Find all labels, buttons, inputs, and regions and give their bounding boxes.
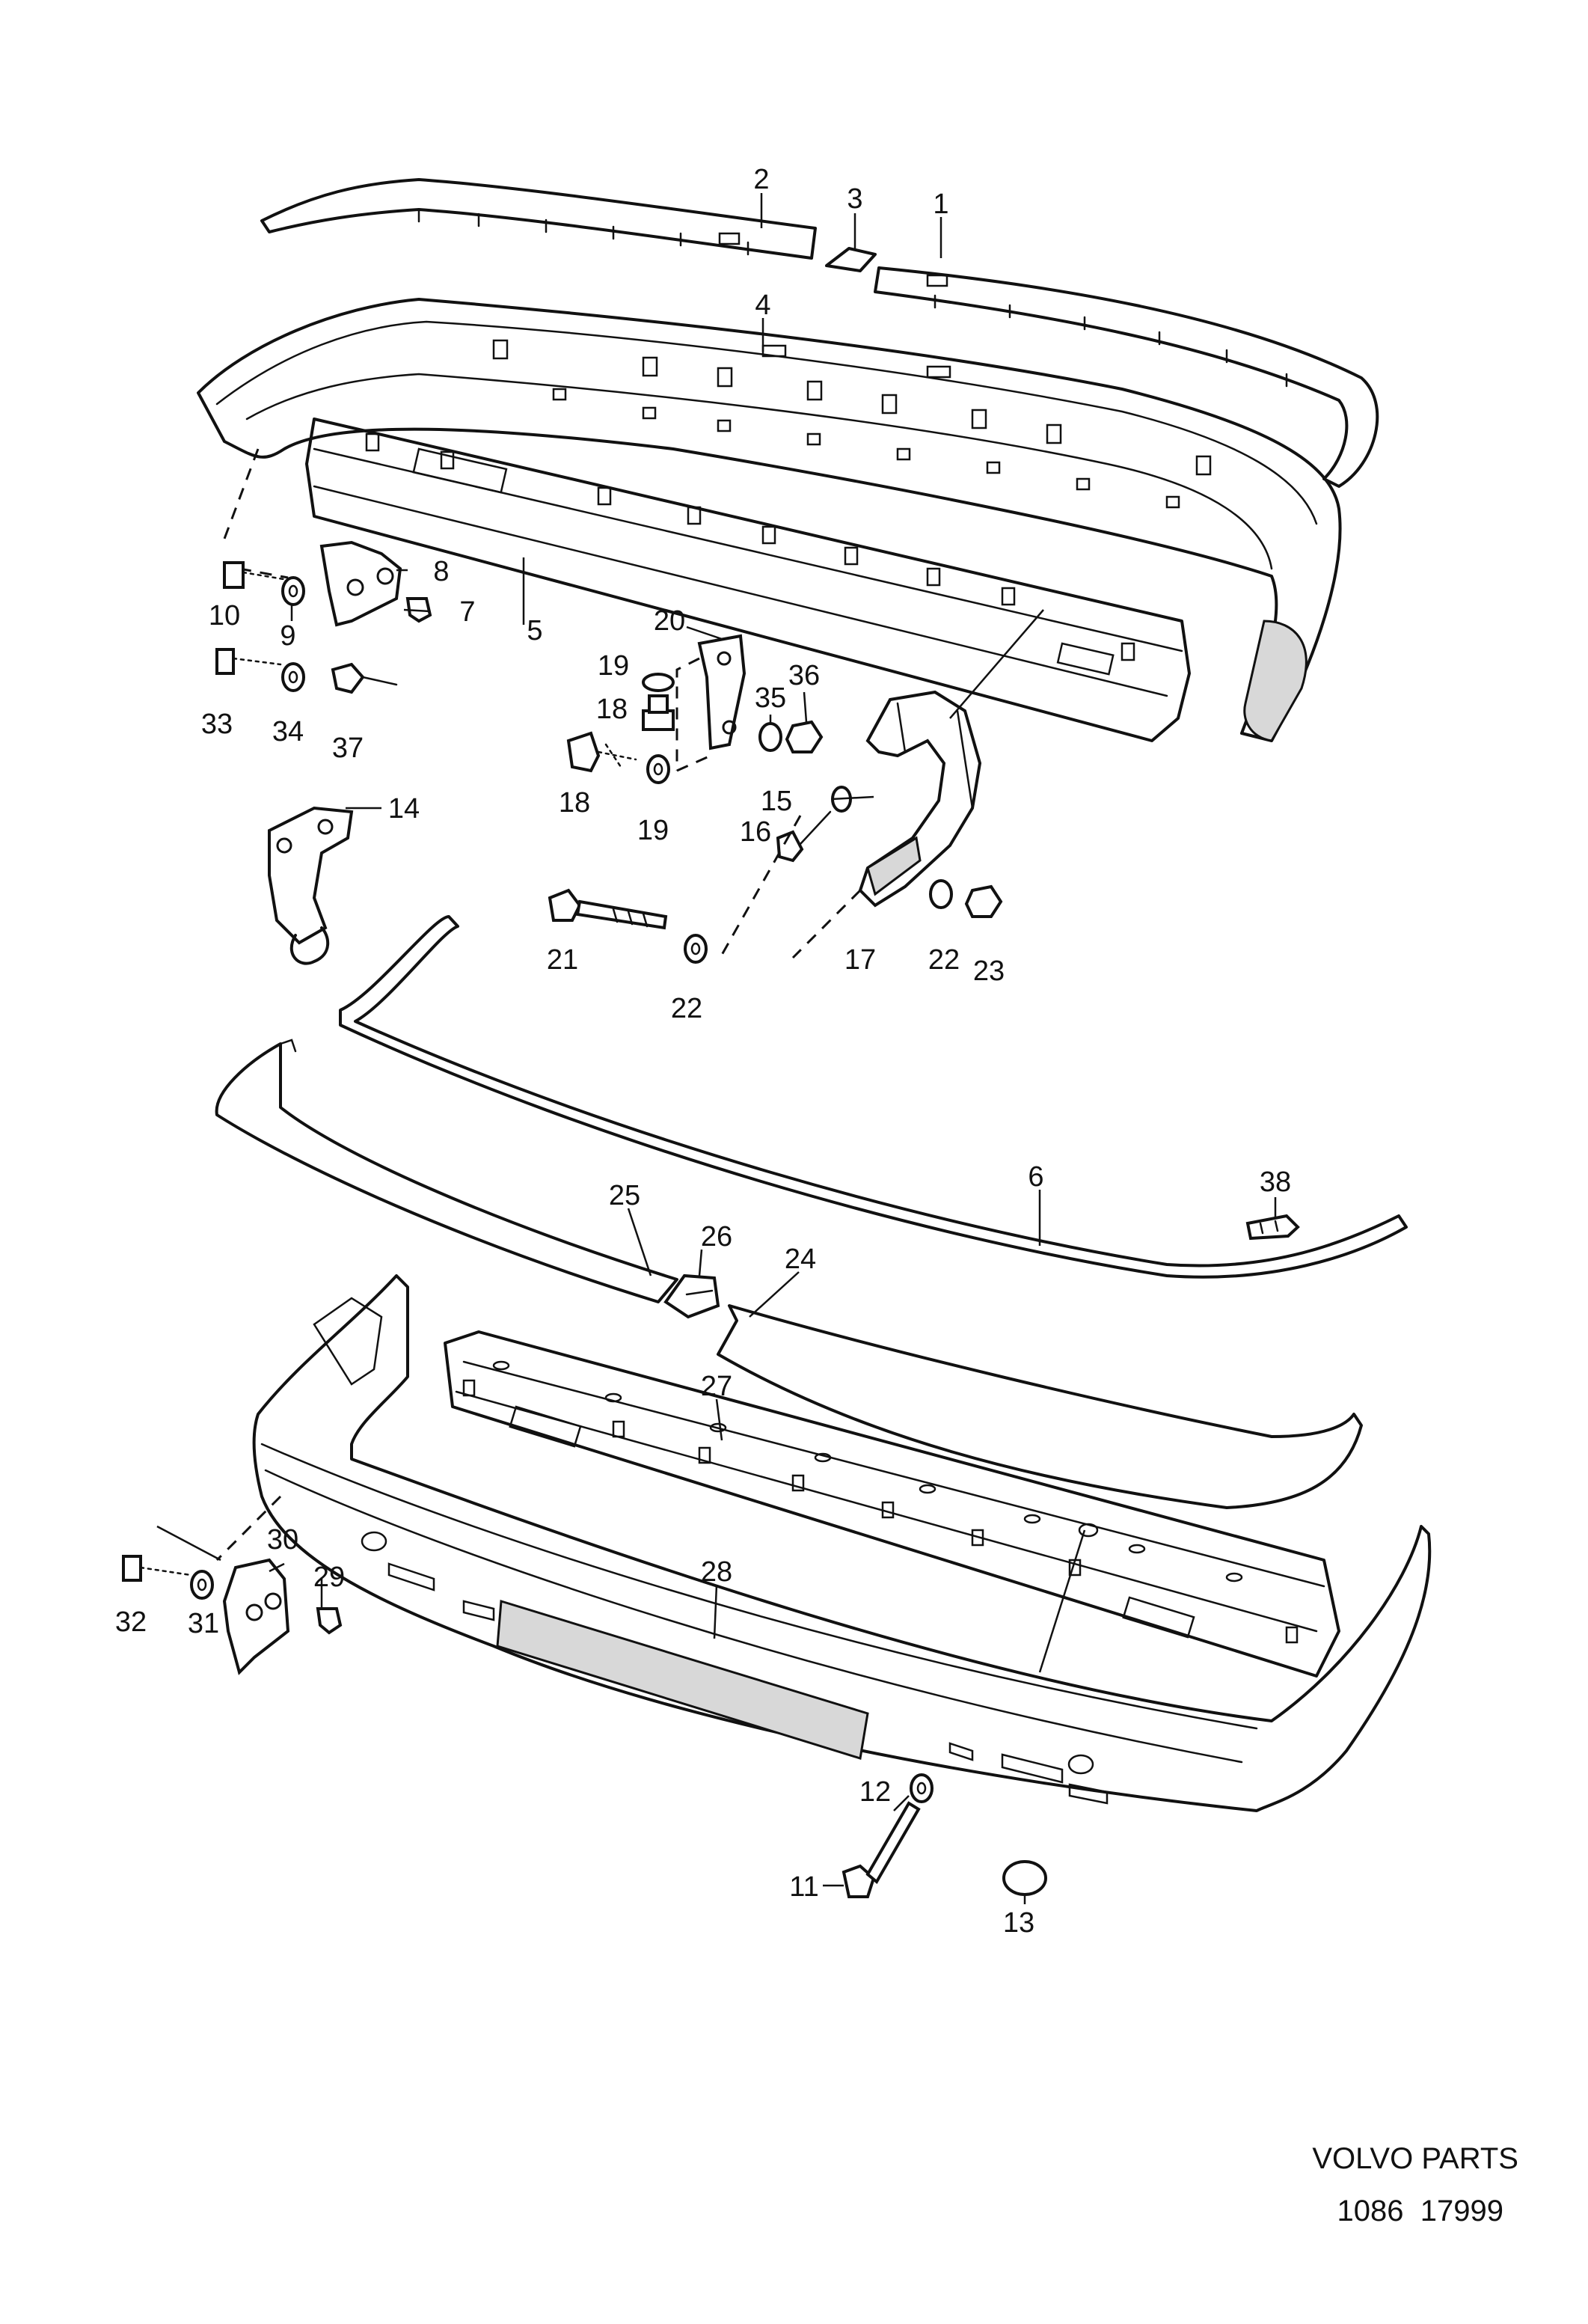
callout-18-lower: 18: [559, 787, 590, 819]
callout-7: 7: [459, 596, 475, 628]
callout-12: 12: [859, 1776, 891, 1808]
spacer-37: [331, 662, 398, 694]
callout-13: 13: [1003, 1907, 1034, 1939]
rear-bumper-lower-shell: [252, 1274, 1432, 1812]
callout-6: 6: [1028, 1161, 1043, 1193]
washer-12: [910, 1773, 934, 1803]
callout-28: 28: [701, 1556, 732, 1588]
callout-20: 20: [654, 605, 685, 637]
callout-5: 5: [527, 615, 542, 646]
callout-4: 4: [755, 290, 770, 321]
callout-33: 33: [201, 709, 233, 740]
callout-35: 35: [755, 682, 786, 714]
plug-cap-13: [1002, 1860, 1047, 1896]
callout-14: 14: [388, 793, 420, 825]
mounting-bracket-20: [697, 634, 747, 750]
bracket-30: [222, 1558, 290, 1675]
callout-19-lower: 19: [637, 815, 669, 846]
callout-22-right: 22: [928, 944, 960, 976]
clip-38: [1245, 1214, 1300, 1241]
callout-1: 1: [933, 189, 948, 220]
washer-22-right: [929, 879, 953, 909]
catalog-caption: VOLVO PARTS 1086 17999: [1312, 2142, 1518, 2227]
callout-11: 11: [789, 1871, 818, 1903]
lower-spoiler-strip-25: [215, 1039, 678, 1303]
bolt-18-lower: [566, 731, 637, 773]
washer-22-left: [684, 934, 708, 964]
nut-23: [964, 884, 1003, 918]
callout-34: 34: [272, 716, 304, 747]
strip-joint-26: [663, 1273, 720, 1319]
callout-17: 17: [844, 944, 876, 976]
callout-2: 2: [753, 164, 769, 195]
lower-reinforcement-beam-27: [444, 1330, 1340, 1678]
lower-spoiler-strip-24: [717, 1304, 1363, 1509]
callout-22-left: 22: [671, 993, 702, 1024]
long-bolt-21: [548, 888, 668, 930]
top-trim-strip-right: [874, 266, 1379, 488]
clip-29: [316, 1607, 343, 1635]
bolt-11: [841, 1801, 921, 1898]
part-callouts: 1 2 3 4 5 6 7 8 9 10 11 12 13 14 15 16 1…: [115, 164, 1291, 1939]
washer-31: [190, 1570, 214, 1600]
callout-19-upper: 19: [598, 650, 629, 682]
nut-36: [785, 720, 824, 753]
bolt-16: [776, 810, 832, 863]
callout-10: 10: [209, 600, 240, 632]
callout-30: 30: [267, 1524, 298, 1556]
callout-15: 15: [761, 786, 792, 817]
callout-38: 38: [1260, 1166, 1291, 1198]
callout-16: 16: [740, 816, 771, 848]
caption-brand: VOLVO PARTS: [1312, 2142, 1518, 2175]
top-trim-joint-cover: [825, 247, 877, 272]
callout-8: 8: [433, 556, 449, 587]
callout-23: 23: [973, 955, 1005, 987]
leader-lines: [269, 193, 1277, 1904]
callout-37: 37: [332, 733, 364, 764]
callout-26: 26: [701, 1221, 732, 1253]
washer-34: [281, 662, 305, 692]
callout-24: 24: [785, 1244, 816, 1275]
bracket-8: [319, 540, 402, 627]
caption-ref: 1086 17999: [1337, 2195, 1503, 2227]
callout-27: 27: [701, 1371, 732, 1402]
washer-19-upper: [642, 673, 675, 692]
nut-32: [122, 1555, 192, 1582]
callout-32: 32: [115, 1606, 147, 1638]
clip-nut-10: [223, 561, 289, 589]
callout-36: 36: [788, 660, 820, 691]
towing-bracket-14: [268, 806, 354, 965]
bumper-arm-17: [858, 690, 982, 908]
callout-25: 25: [609, 1180, 640, 1211]
callout-3: 3: [847, 183, 862, 215]
rear-bumper-upper-shell: [197, 298, 1342, 742]
callout-31: 31: [188, 1608, 219, 1639]
washer-35: [758, 722, 782, 752]
washer-19-lower: [646, 754, 670, 784]
trim-strip-6: [339, 915, 1408, 1279]
bolt-18-upper: [642, 694, 675, 731]
screw-33: [215, 648, 282, 675]
top-trim-strip-left: [260, 178, 817, 260]
callout-18-upper: 18: [596, 694, 628, 725]
washer-9: [281, 576, 305, 606]
callout-21: 21: [547, 944, 578, 976]
callout-9: 9: [280, 620, 295, 652]
callout-29: 29: [313, 1562, 345, 1593]
